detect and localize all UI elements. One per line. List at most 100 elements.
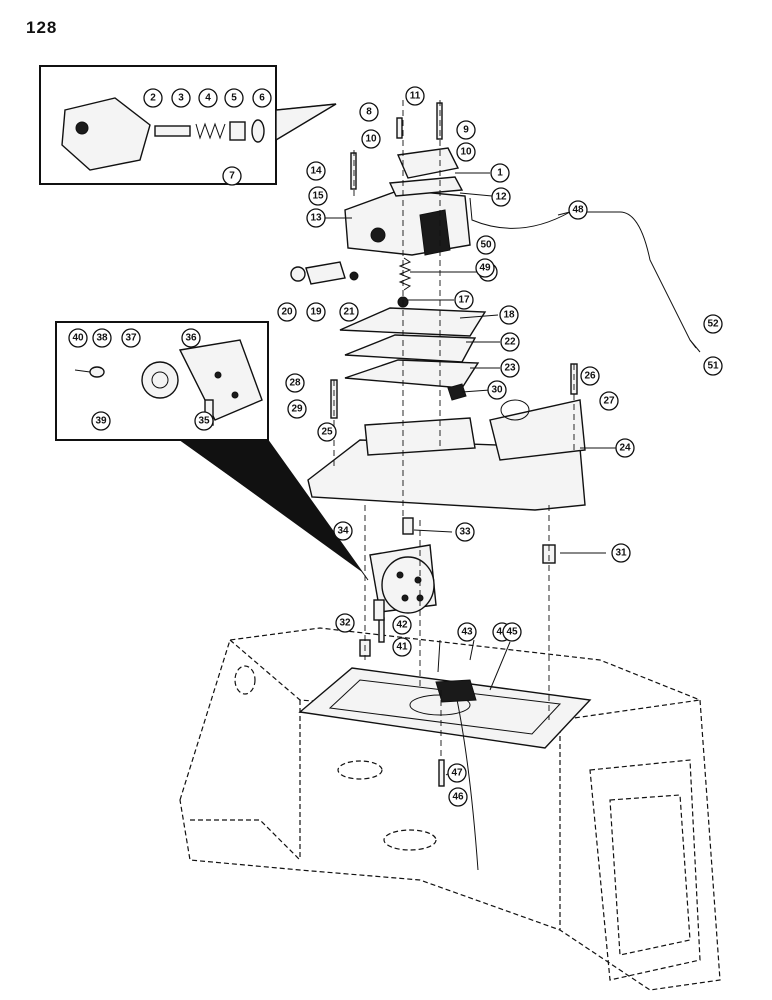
callout-7: 7 bbox=[222, 166, 242, 186]
callout-11: 11 bbox=[405, 86, 425, 106]
screw-21 bbox=[349, 271, 359, 281]
callout-label: 29 bbox=[291, 404, 303, 415]
callout-label: 17 bbox=[458, 295, 470, 306]
leader-lines bbox=[324, 172, 697, 776]
callout-label: 18 bbox=[503, 310, 515, 321]
bolts bbox=[330, 102, 578, 787]
fitting-19 bbox=[305, 261, 346, 285]
callout-1: 1 bbox=[490, 163, 510, 183]
callout-label: 20 bbox=[281, 307, 293, 318]
mounting-plate bbox=[298, 667, 592, 749]
callout-label: 21 bbox=[343, 307, 355, 318]
callout-label: 9 bbox=[463, 125, 469, 136]
callout-37: 37 bbox=[121, 328, 141, 348]
callout-5: 5 bbox=[224, 88, 244, 108]
callout-9: 9 bbox=[456, 120, 476, 140]
pump-assembly bbox=[369, 544, 437, 621]
inset-relief-valve bbox=[39, 65, 337, 185]
callout-31: 31 bbox=[611, 543, 631, 563]
cover-1 bbox=[396, 147, 460, 179]
callout-label: 48 bbox=[572, 205, 584, 216]
callout-label: 11 bbox=[410, 91, 421, 102]
callout-label: 43 bbox=[461, 627, 473, 638]
callout-32: 32 bbox=[335, 613, 355, 633]
callout-21: 21 bbox=[339, 302, 359, 322]
callout-34: 34 bbox=[333, 521, 353, 541]
callout-label: 2 bbox=[150, 93, 156, 104]
gasket-12 bbox=[388, 176, 464, 197]
callout-label: 30 bbox=[491, 385, 503, 396]
callout-40: 40 bbox=[68, 328, 88, 348]
callout-label: 15 bbox=[312, 191, 324, 202]
callout-22: 22 bbox=[500, 332, 520, 352]
callout-2: 2 bbox=[143, 88, 163, 108]
callout-8: 8 bbox=[359, 102, 379, 122]
callout-label: 7 bbox=[229, 171, 235, 182]
spring-16 bbox=[398, 257, 412, 291]
callout-24: 24 bbox=[615, 438, 635, 458]
oil-tube-pickup bbox=[435, 679, 477, 703]
transmission-housing bbox=[179, 627, 721, 991]
callout-label: 12 bbox=[495, 192, 507, 203]
callout-46: 46 bbox=[448, 787, 468, 807]
callouts: 1234567891010111213141516171819202122232… bbox=[68, 86, 723, 807]
callout-label: 24 bbox=[619, 443, 631, 454]
callout-label: 4 bbox=[205, 93, 211, 104]
dowel-34 bbox=[402, 517, 414, 535]
callout-33: 33 bbox=[455, 522, 475, 542]
callout-label: 34 bbox=[337, 526, 349, 537]
callout-41: 41 bbox=[392, 637, 412, 657]
callout-label: 42 bbox=[396, 620, 408, 631]
callout-label: 41 bbox=[396, 642, 408, 653]
callout-label: 25 bbox=[321, 427, 333, 438]
callout-label: 28 bbox=[289, 378, 301, 389]
plate-18 bbox=[339, 307, 487, 337]
callout-17: 17 bbox=[454, 290, 474, 310]
callout-label: 38 bbox=[96, 333, 108, 344]
callout-label: 39 bbox=[95, 416, 107, 427]
callout-52: 52 bbox=[703, 314, 723, 334]
callout-label: 47 bbox=[451, 768, 463, 779]
oil-tube bbox=[454, 689, 479, 871]
callout-12: 12 bbox=[491, 187, 511, 207]
page-number: 128 bbox=[26, 18, 58, 37]
callout-label: 6 bbox=[259, 93, 265, 104]
callout-35: 35 bbox=[194, 411, 214, 431]
callout-6: 6 bbox=[252, 88, 272, 108]
callout-label: 50 bbox=[480, 240, 492, 251]
callout-27: 27 bbox=[599, 391, 619, 411]
callout-label: 3 bbox=[178, 93, 184, 104]
callout-20: 20 bbox=[277, 302, 297, 322]
callout-50: 50 bbox=[476, 235, 496, 255]
callout-label: 32 bbox=[339, 618, 351, 629]
lift-plate bbox=[307, 399, 586, 511]
callout-label: 36 bbox=[185, 333, 197, 344]
inset-pump-drive bbox=[55, 321, 369, 581]
callout-23: 23 bbox=[500, 358, 520, 378]
callout-label: 40 bbox=[72, 333, 84, 344]
callout-39: 39 bbox=[91, 411, 111, 431]
plug-31 bbox=[447, 383, 467, 401]
callout-14: 14 bbox=[306, 161, 326, 181]
callout-49: 49 bbox=[475, 258, 495, 278]
callout-43: 43 bbox=[457, 622, 477, 642]
nut-20 bbox=[290, 266, 306, 282]
callout-18: 18 bbox=[499, 305, 519, 325]
callout-45: 45 bbox=[502, 622, 522, 642]
callout-label: 46 bbox=[452, 792, 464, 803]
callout-19: 19 bbox=[306, 302, 326, 322]
callout-15: 15 bbox=[308, 186, 328, 206]
callout-10: 10 bbox=[456, 142, 476, 162]
callout-label: 19 bbox=[310, 307, 322, 318]
valve-body bbox=[344, 189, 471, 256]
callout-10: 10 bbox=[361, 129, 381, 149]
callout-30: 30 bbox=[487, 380, 507, 400]
callout-4: 4 bbox=[198, 88, 218, 108]
callout-label: 10 bbox=[460, 147, 472, 158]
callout-label: 35 bbox=[198, 416, 210, 427]
callout-label: 23 bbox=[504, 363, 516, 374]
callout-28: 28 bbox=[285, 373, 305, 393]
callout-29: 29 bbox=[287, 399, 307, 419]
callout-label: 37 bbox=[125, 333, 137, 344]
